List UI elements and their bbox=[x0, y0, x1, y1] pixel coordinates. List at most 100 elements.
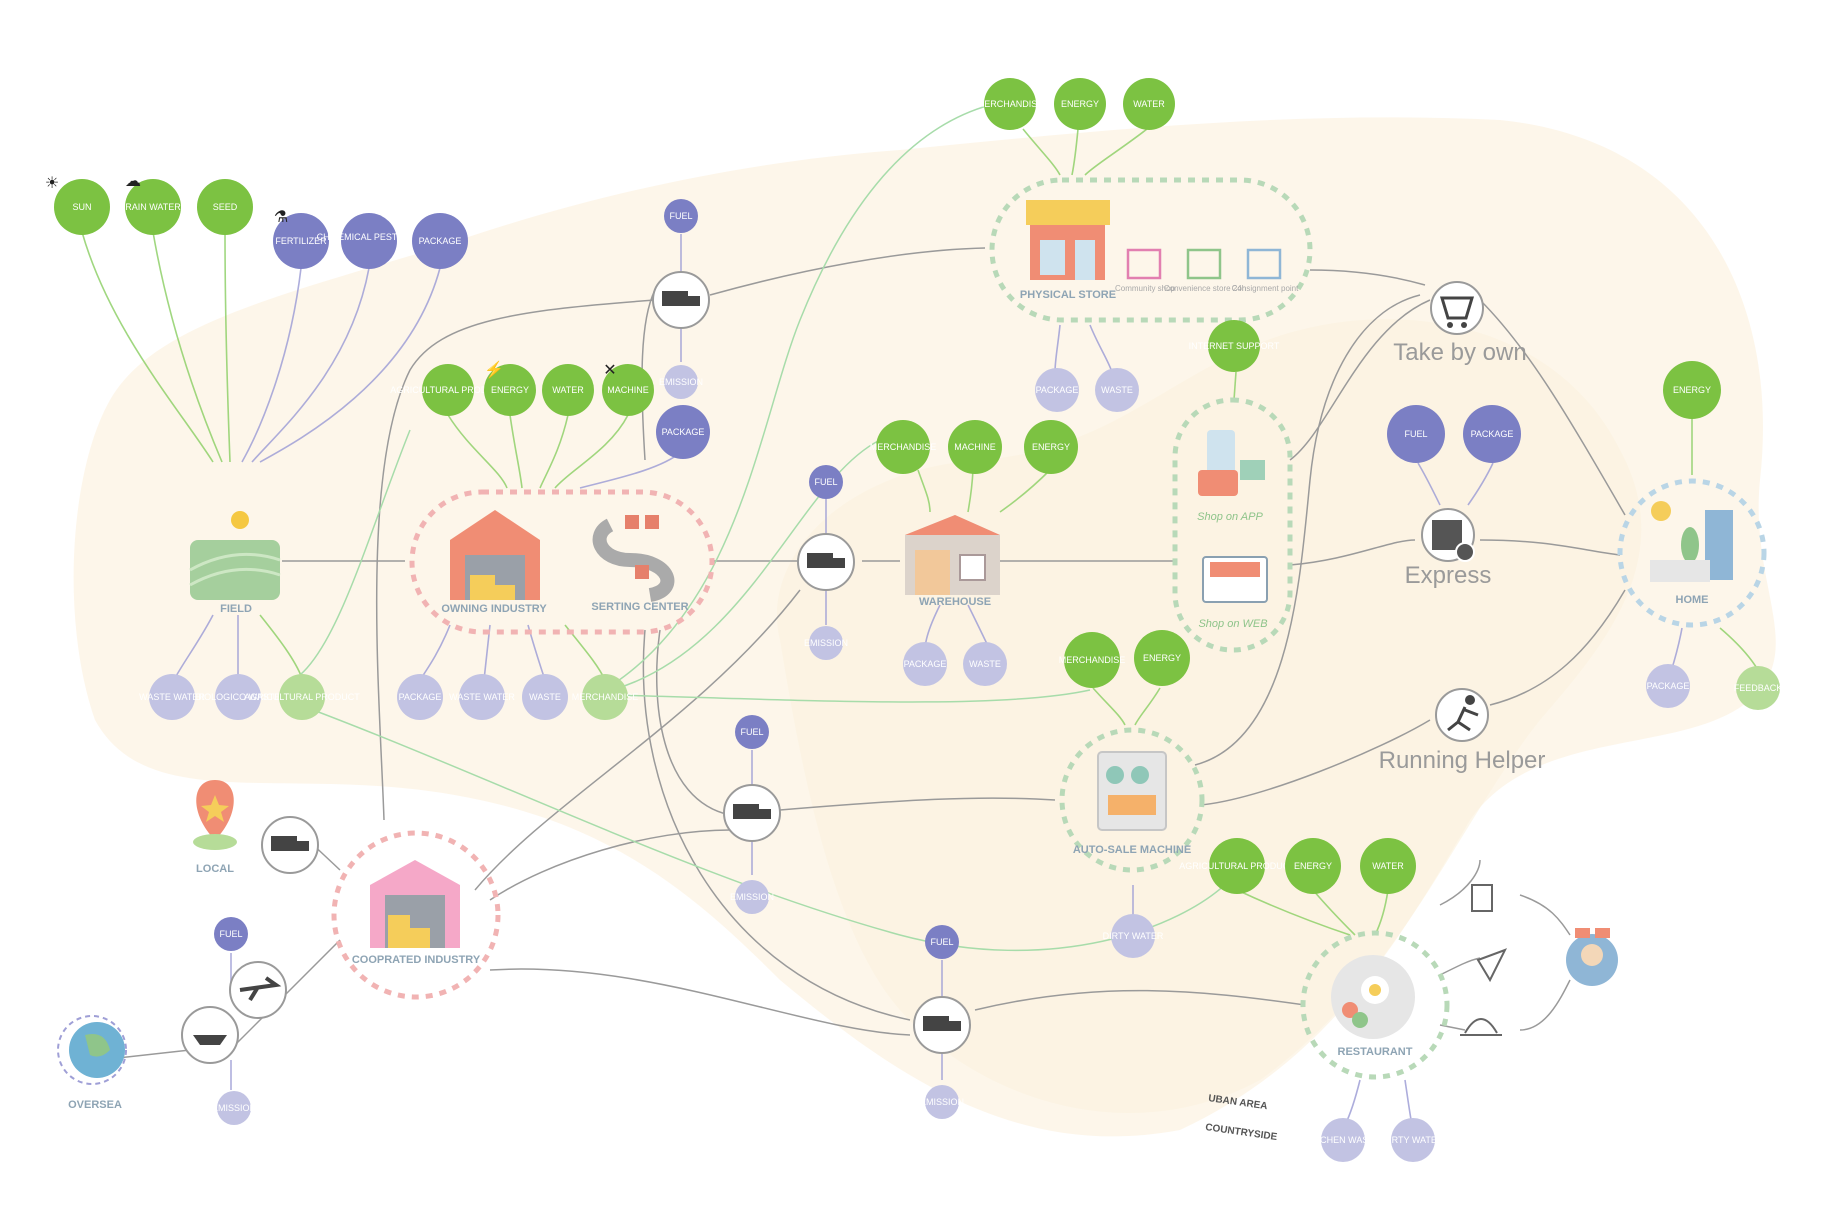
running-helper-node: Running Helper bbox=[1379, 688, 1546, 774]
home-ring bbox=[1617, 478, 1767, 628]
restaurant-label: RESTAURANT bbox=[1338, 1046, 1413, 1058]
cloche-icon bbox=[1460, 1018, 1502, 1036]
svg-text:PACKAGE: PACKAGE bbox=[399, 692, 442, 702]
input-flows bbox=[81, 128, 1693, 1000]
main-flows bbox=[99, 104, 1626, 1061]
bubbles: SUN ☀ RAIN WATER ☁ SEED FERTILIZER ⚗ CHW… bbox=[45, 78, 1782, 1162]
flask-icon: ⚗ bbox=[274, 209, 288, 226]
svg-text:AGRICULTURAL PRODUCT: AGRICULTURAL PRODUCT bbox=[244, 692, 360, 702]
cooprated-industry-ring bbox=[331, 830, 501, 1000]
svg-text:FUEL: FUEL bbox=[1404, 429, 1427, 439]
physical-store-label: PHYSICAL STORE bbox=[1020, 289, 1116, 301]
svg-text:ENERGY: ENERGY bbox=[1143, 653, 1181, 663]
fertilizer-bubble bbox=[273, 213, 329, 269]
svg-text:SUN: SUN bbox=[72, 202, 91, 212]
consignment-point-label: Consignment point bbox=[1232, 284, 1299, 293]
svg-text:FUEL: FUEL bbox=[930, 937, 953, 947]
overseas-label: OVERSEA bbox=[68, 1099, 122, 1111]
svg-text:SEED: SEED bbox=[213, 202, 238, 212]
svg-text:FEEDBACK: FEEDBACK bbox=[1734, 683, 1783, 693]
svg-text:INTERNET SUPPORT: INTERNET SUPPORT bbox=[1189, 341, 1280, 351]
svg-text:DIRTY WATER: DIRTY WATER bbox=[1103, 931, 1164, 941]
svg-text:ENERGY: ENERGY bbox=[1061, 99, 1099, 109]
svg-text:EMISSION: EMISSION bbox=[659, 377, 703, 387]
svg-text:MERCHANDISE: MERCHANDISE bbox=[1059, 655, 1126, 665]
auto-sale-ring bbox=[1059, 727, 1205, 873]
physical-store-ring bbox=[989, 177, 1313, 323]
svg-text:MACHINE: MACHINE bbox=[954, 442, 996, 452]
sun-bubble bbox=[54, 179, 110, 235]
auto-sale-label: AUTO-SALE MACHINE bbox=[1073, 844, 1191, 856]
countryside-label: COUNTRYSIDE bbox=[1205, 1122, 1279, 1143]
svg-text:EMISSION: EMISSION bbox=[804, 638, 848, 648]
svg-text:FUEL: FUEL bbox=[669, 211, 692, 221]
convenience-store-label: Convenience store 24h bbox=[1164, 284, 1246, 293]
auto-sale-node: AUTO-SALE MACHINE bbox=[1073, 751, 1191, 856]
svg-text:WATER: WATER bbox=[552, 385, 584, 395]
svg-text:WATER: WATER bbox=[1133, 99, 1165, 109]
express-node: Express bbox=[1405, 508, 1492, 589]
rain-cloud-icon: ☁ bbox=[125, 173, 141, 190]
online-shop-ring bbox=[1172, 397, 1293, 653]
svg-text:WASTE: WASTE bbox=[1101, 385, 1133, 395]
cooprated-industry-label: COOPRATED INDUSTRY bbox=[352, 954, 481, 966]
restaurant-ring bbox=[1300, 930, 1450, 1080]
svg-text:WASTE WATER: WASTE WATER bbox=[449, 692, 515, 702]
svg-text:ENERGY: ENERGY bbox=[1032, 442, 1070, 452]
serting-center-node: SERTING CENTER bbox=[591, 515, 689, 613]
svg-text:PACKAGE: PACKAGE bbox=[1471, 429, 1514, 439]
svg-text:MERCHANDISE: MERCHANDISE bbox=[977, 99, 1044, 109]
svg-text:FERTILIZER: FERTILIZER bbox=[275, 236, 327, 246]
tools-icon: ✕ bbox=[603, 362, 616, 379]
svg-text:DIRTY WATER: DIRTY WATER bbox=[1383, 1135, 1444, 1145]
owning-industry-ring bbox=[409, 489, 715, 635]
drink-icon bbox=[1471, 884, 1493, 912]
pesticide-bubble bbox=[341, 213, 397, 269]
svg-text:MERCHANDISE: MERCHANDISE bbox=[870, 442, 937, 452]
running-helper-label: Running Helper bbox=[1379, 747, 1546, 774]
pizza-icon bbox=[1476, 948, 1508, 983]
shop-on-app-label: Shop on APP bbox=[1197, 511, 1263, 523]
svg-text:FUEL: FUEL bbox=[740, 727, 763, 737]
warehouse-node: WAREHOUSE bbox=[905, 515, 1000, 608]
svg-text:EMISSION: EMISSION bbox=[212, 1103, 256, 1113]
svg-text:MACHINE: MACHINE bbox=[607, 385, 649, 395]
svg-text:MERCHANDISE: MERCHANDISE bbox=[572, 692, 639, 702]
urban-region bbox=[776, 319, 1642, 1113]
local-label: LOCAL bbox=[196, 863, 234, 875]
field-node: FIELD bbox=[189, 511, 281, 615]
owning-industry-node: OWNING INDUSTRY bbox=[441, 510, 547, 615]
package-bubble bbox=[412, 213, 468, 269]
owning-industry-label: OWNING INDUSTRY bbox=[441, 603, 547, 615]
warehouse-label: WAREHOUSE bbox=[919, 596, 991, 608]
svg-text:AGRICULTURAL PRODUCT: AGRICULTURAL PRODUCT bbox=[390, 385, 506, 395]
svg-text:ENERGY: ENERGY bbox=[1673, 385, 1711, 395]
restaurant-side-icons bbox=[1460, 884, 1618, 1036]
energy-icon: ⚡ bbox=[484, 360, 504, 379]
transport-nodes bbox=[181, 271, 971, 1064]
svg-text:ENERGY: ENERGY bbox=[491, 385, 529, 395]
restaurant-node: RESTAURANT bbox=[1331, 955, 1415, 1058]
svg-text:RAIN WATER: RAIN WATER bbox=[125, 202, 181, 212]
svg-text:PACKAGE: PACKAGE bbox=[419, 236, 462, 246]
seed-bubble bbox=[197, 179, 253, 235]
online-shop-node: Shop on APP Shop on WEB bbox=[1197, 430, 1268, 630]
express-label: Express bbox=[1405, 562, 1492, 589]
svg-text:ENERGY: ENERGY bbox=[1294, 861, 1332, 871]
svg-text:EMISSION: EMISSION bbox=[920, 1097, 964, 1107]
svg-text:PACKAGE: PACKAGE bbox=[1647, 681, 1690, 691]
physical-store-node: PHYSICAL STORE Community shop Convenienc… bbox=[1020, 200, 1299, 301]
svg-text:WASTE: WASTE bbox=[969, 659, 1001, 669]
sun-icon: ☀ bbox=[45, 175, 59, 192]
svg-text:WASTE WATER: WASTE WATER bbox=[139, 692, 205, 702]
cooprated-industry-node: COOPRATED INDUSTRY bbox=[352, 860, 481, 966]
svg-text:WATER: WATER bbox=[1372, 861, 1404, 871]
svg-text:WASTE: WASTE bbox=[529, 692, 561, 702]
take-by-own-label: Take by own bbox=[1393, 339, 1526, 366]
overseas-node: OVERSEA bbox=[68, 1022, 125, 1111]
home-node: HOME bbox=[1650, 501, 1733, 606]
svg-text:KITCHEN WASTE: KITCHEN WASTE bbox=[1306, 1135, 1380, 1145]
rain-water-bubble bbox=[125, 179, 181, 235]
